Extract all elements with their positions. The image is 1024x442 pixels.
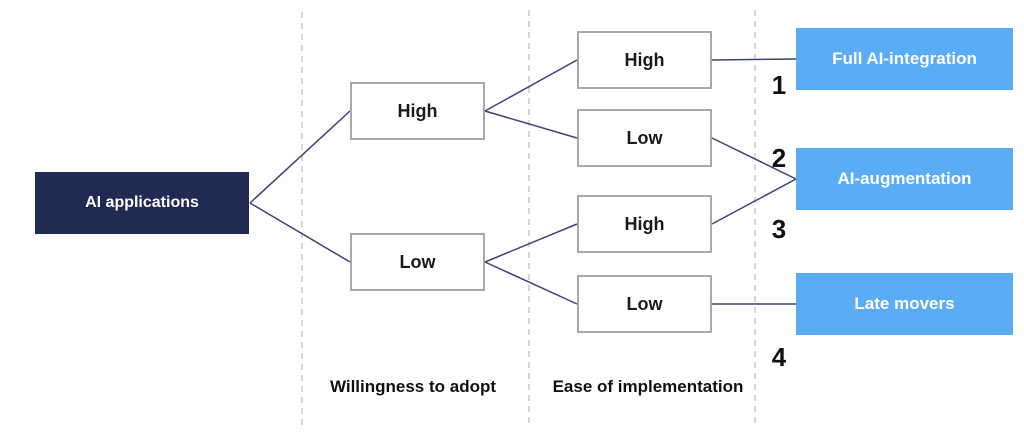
- path-number-3: 3: [771, 214, 787, 244]
- outcome-ai-augmentation: AI-augmentation: [796, 148, 1013, 210]
- connector-low-high: [484, 223, 578, 263]
- connector-to-ai-augmentation-upper: [711, 137, 797, 180]
- connector-low-low: [484, 261, 578, 305]
- node-ease-high-1: High: [577, 31, 712, 89]
- node-ease-low-2: Low: [577, 275, 712, 333]
- connector-to-full-ai-integration: [711, 58, 797, 61]
- path-number-4: 4: [771, 342, 787, 372]
- path-number-1: 1: [771, 70, 787, 100]
- root-node-ai-applications: AI applications: [35, 172, 249, 234]
- connector-to-ai-augmentation-lower: [711, 178, 797, 225]
- connector-root-high: [249, 110, 351, 204]
- path-number-2: 2: [771, 143, 787, 173]
- axis-label-willingness-to-adopt: Willingness to adopt: [329, 377, 497, 396]
- outcome-late-movers: Late movers: [796, 273, 1013, 335]
- node-ease-low-1: Low: [577, 109, 712, 167]
- connector-root-low: [249, 202, 351, 263]
- outcome-full-ai-integration: Full AI-integration: [796, 28, 1013, 90]
- connector-high-low: [484, 110, 578, 139]
- node-ease-high-2: High: [577, 195, 712, 253]
- node-willingness-low: Low: [350, 233, 485, 291]
- connector-high-high: [484, 59, 578, 112]
- node-willingness-high: High: [350, 82, 485, 140]
- axis-label-ease-of-implementation: Ease of implementation: [552, 377, 744, 396]
